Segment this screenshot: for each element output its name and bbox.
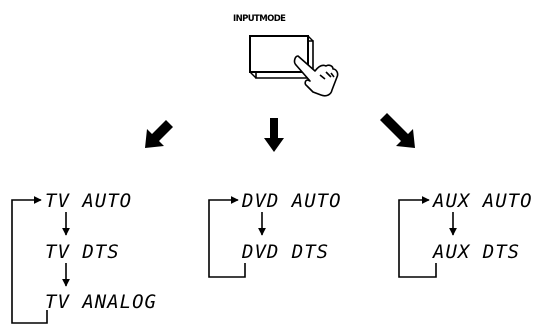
mode-tv-analog: TV ANALOG [45,291,157,313]
mode-dvd-dts: DVD DTS [241,241,329,263]
pointing-hand-icon [293,55,339,97]
mode-aux-dts: AUX DTS [432,241,520,263]
dvd-mode-cycle: DVD AUTO DVD DTS [208,190,342,278]
mode-dvd-auto: DVD AUTO [241,190,342,212]
aux-mode-cycle: AUX AUTO AUX DTS [398,190,533,278]
mode-tv-dts: TV DTS [45,241,120,263]
arrow-down-right-icon [380,113,415,148]
arrow-down-icon [264,118,284,152]
mode-tv-auto: TV AUTO [45,190,132,212]
input-mode-button[interactable] [249,35,314,79]
input-mode-button-label: INPUTMODE [233,14,286,24]
tv-mode-cycle: TV AUTO TV DTS TV ANALOG [11,190,157,324]
mode-aux-auto: AUX AUTO [432,190,533,212]
input-mode-button-group: INPUTMODE [233,14,339,97]
arrow-down-left-icon [145,120,173,148]
